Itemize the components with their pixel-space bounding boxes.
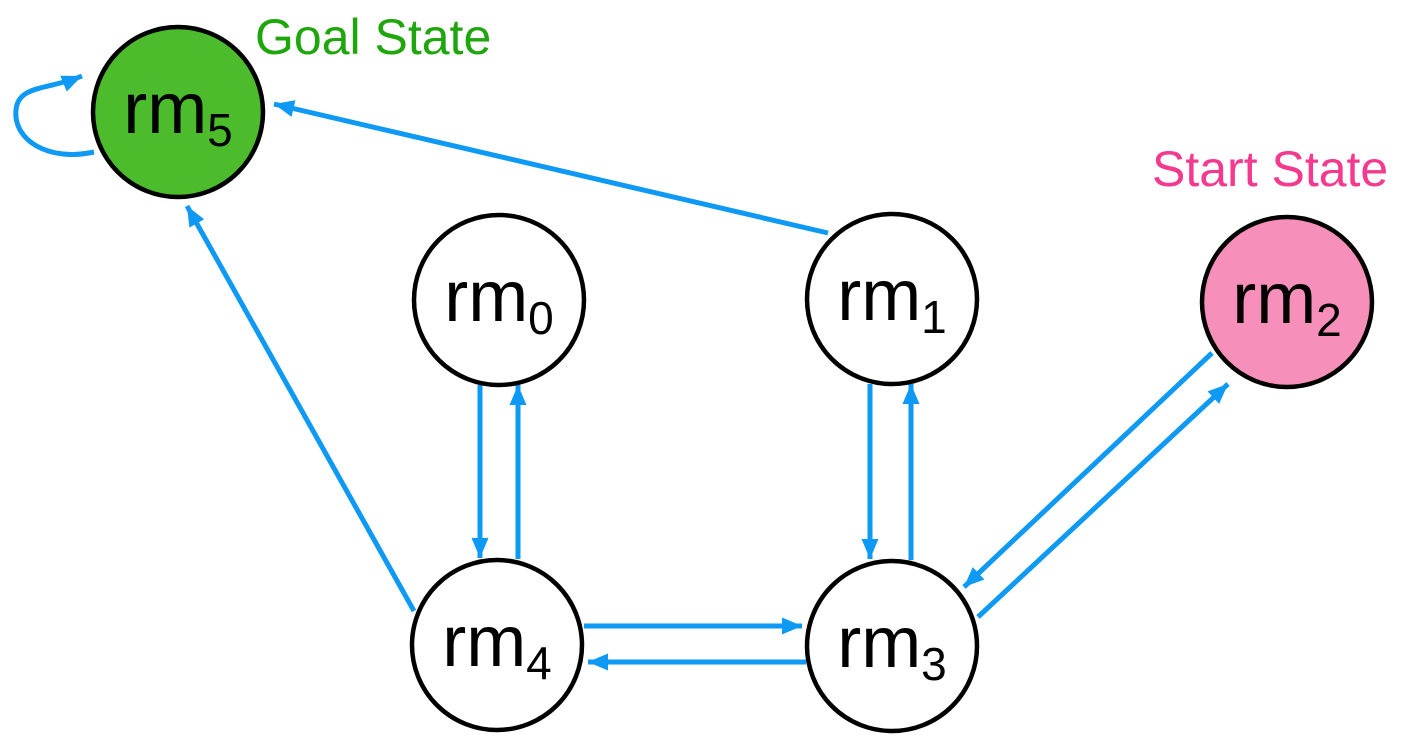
node-rm3-label-main: rm [837, 603, 921, 683]
edge-rm1-to-rm5 [273, 100, 829, 236]
start-state-annotation: Start State [1152, 141, 1388, 197]
node-rm3-label-sub: 3 [921, 638, 947, 690]
node-rm1: rm1 [804, 211, 980, 387]
node-rm0-label: rm0 [444, 257, 554, 344]
edge-rm3-to-rm2 [976, 382, 1230, 619]
node-rm0-label-sub: 0 [528, 292, 554, 344]
edge-rm5-self-loop [13, 73, 95, 157]
node-rm5-label-sub: 5 [207, 104, 233, 156]
node-rm0-circle [411, 212, 587, 388]
node-rm2-label-sub: 2 [1316, 294, 1342, 346]
node-rm4: rm4 [409, 557, 585, 733]
node-rm5-label-main: rm [123, 69, 207, 149]
node-rm4-circle [409, 557, 585, 733]
node-rm0-label-main: rm [444, 257, 528, 337]
node-rm1-label: rm1 [837, 256, 947, 343]
edges [13, 73, 1230, 671]
node-rm5-circle [90, 24, 266, 200]
node-rm1-label-sub: 1 [921, 291, 947, 343]
node-rm2-label-main: rm [1232, 259, 1316, 339]
node-rm2: rm2 [1199, 214, 1375, 390]
node-rm5: rm5 [90, 24, 266, 200]
node-rm3-circle [804, 558, 980, 734]
nodes: rm5 rm0 rm1 rm2 rm4 rm3 [90, 24, 1375, 734]
node-rm2-label: rm2 [1232, 259, 1342, 346]
goal-state-annotation: Goal State [255, 9, 491, 65]
node-rm4-label-main: rm [442, 602, 526, 682]
node-rm5-label: rm5 [123, 69, 233, 156]
node-rm3: rm3 [804, 558, 980, 734]
node-rm0: rm0 [411, 212, 587, 388]
edge-rm2-to-rm3 [962, 351, 1214, 589]
node-rm3-label: rm3 [837, 603, 947, 690]
node-rm4-label-sub: 4 [526, 637, 552, 689]
node-rm1-label-main: rm [837, 256, 921, 336]
node-rm1-circle [804, 211, 980, 387]
node-rm2-circle [1199, 214, 1375, 390]
node-rm4-label: rm4 [442, 602, 552, 689]
edge-rm4-to-rm5 [184, 204, 417, 613]
